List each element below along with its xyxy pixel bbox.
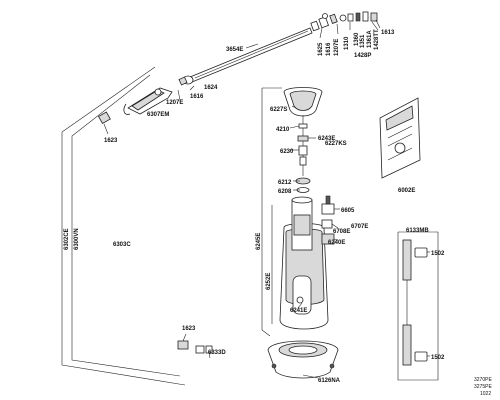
label-6708e: 6708E: [333, 229, 350, 235]
label-6243e: 6243E: [318, 136, 335, 142]
label-1310: 1310: [344, 36, 350, 50]
label-6212: 6212: [278, 180, 292, 186]
leader-lines: [103, 19, 430, 379]
footer-line-1: 3270PE: [474, 377, 492, 383]
label-1625: 1625: [318, 42, 324, 56]
label-3654e: 3654E: [226, 47, 243, 53]
label-6605: 6605: [341, 208, 355, 214]
spray-wand: [178, 11, 378, 86]
label-6302ce: 6302CE: [64, 228, 70, 250]
label-6300vn: 6300VN: [74, 228, 80, 250]
hose: [90, 111, 213, 354]
label-6230: 6230: [280, 149, 294, 155]
pump-bracket: [261, 87, 282, 337]
label-6245e: 6245E: [256, 233, 262, 250]
label-6240e: 6240E: [328, 240, 345, 246]
label-1207e: 1207E: [166, 100, 183, 106]
trigger-handle: [123, 87, 173, 115]
strap: [397, 231, 439, 381]
pump-assembly: [283, 87, 323, 193]
label-6241e: 6241E: [290, 308, 307, 314]
label-plate: [379, 97, 421, 179]
footer-line-2: 3275PE: [474, 384, 492, 390]
label-6133mb: 6133MB: [406, 228, 429, 234]
label-1616-nozzle: 1616: [326, 42, 332, 56]
label-6227ks: 6227KS: [325, 141, 347, 147]
hose-dimension-lines: [61, 66, 186, 386]
footer-codes: 3270PE 3275PE 1022: [474, 377, 492, 397]
label-6002e: 6002E: [398, 188, 415, 194]
label-1360: 1360: [354, 32, 360, 46]
label-1207e-nozzle: 1207E: [334, 39, 340, 56]
label-6333d: 6333D: [208, 350, 226, 356]
label-1428tt: 1428TT: [374, 29, 380, 50]
label-6126na: 6126NA: [318, 378, 341, 384]
label-1623-bottom: 1623: [182, 326, 196, 332]
label-6307em: 6307EM: [147, 112, 169, 118]
label-1361a: 1361A: [367, 30, 373, 48]
label-6707e: 6707E: [351, 224, 368, 230]
label-6303c: 6303C: [113, 242, 131, 248]
tank-base: [267, 340, 339, 379]
label-1616: 1616: [190, 94, 204, 100]
label-1613: 1613: [381, 30, 395, 36]
label-1624: 1624: [204, 85, 218, 91]
label-1623-top: 1623: [104, 138, 118, 144]
label-1502-bottom: 1502: [431, 355, 445, 361]
part-labels: 3654E 1624 1207E 1616 1625 1616 1207E 13…: [64, 29, 445, 384]
label-4210: 4210: [276, 127, 290, 133]
label-1502-top: 1502: [431, 251, 445, 257]
footer-line-3: 1022: [480, 391, 491, 397]
label-6208: 6208: [278, 189, 292, 195]
label-1428p: 1428P: [354, 53, 371, 59]
label-6252e: 6252E: [266, 273, 272, 290]
label-1351: 1351: [360, 34, 366, 48]
label-6227s: 6227S: [270, 107, 287, 113]
tank: [279, 195, 335, 330]
